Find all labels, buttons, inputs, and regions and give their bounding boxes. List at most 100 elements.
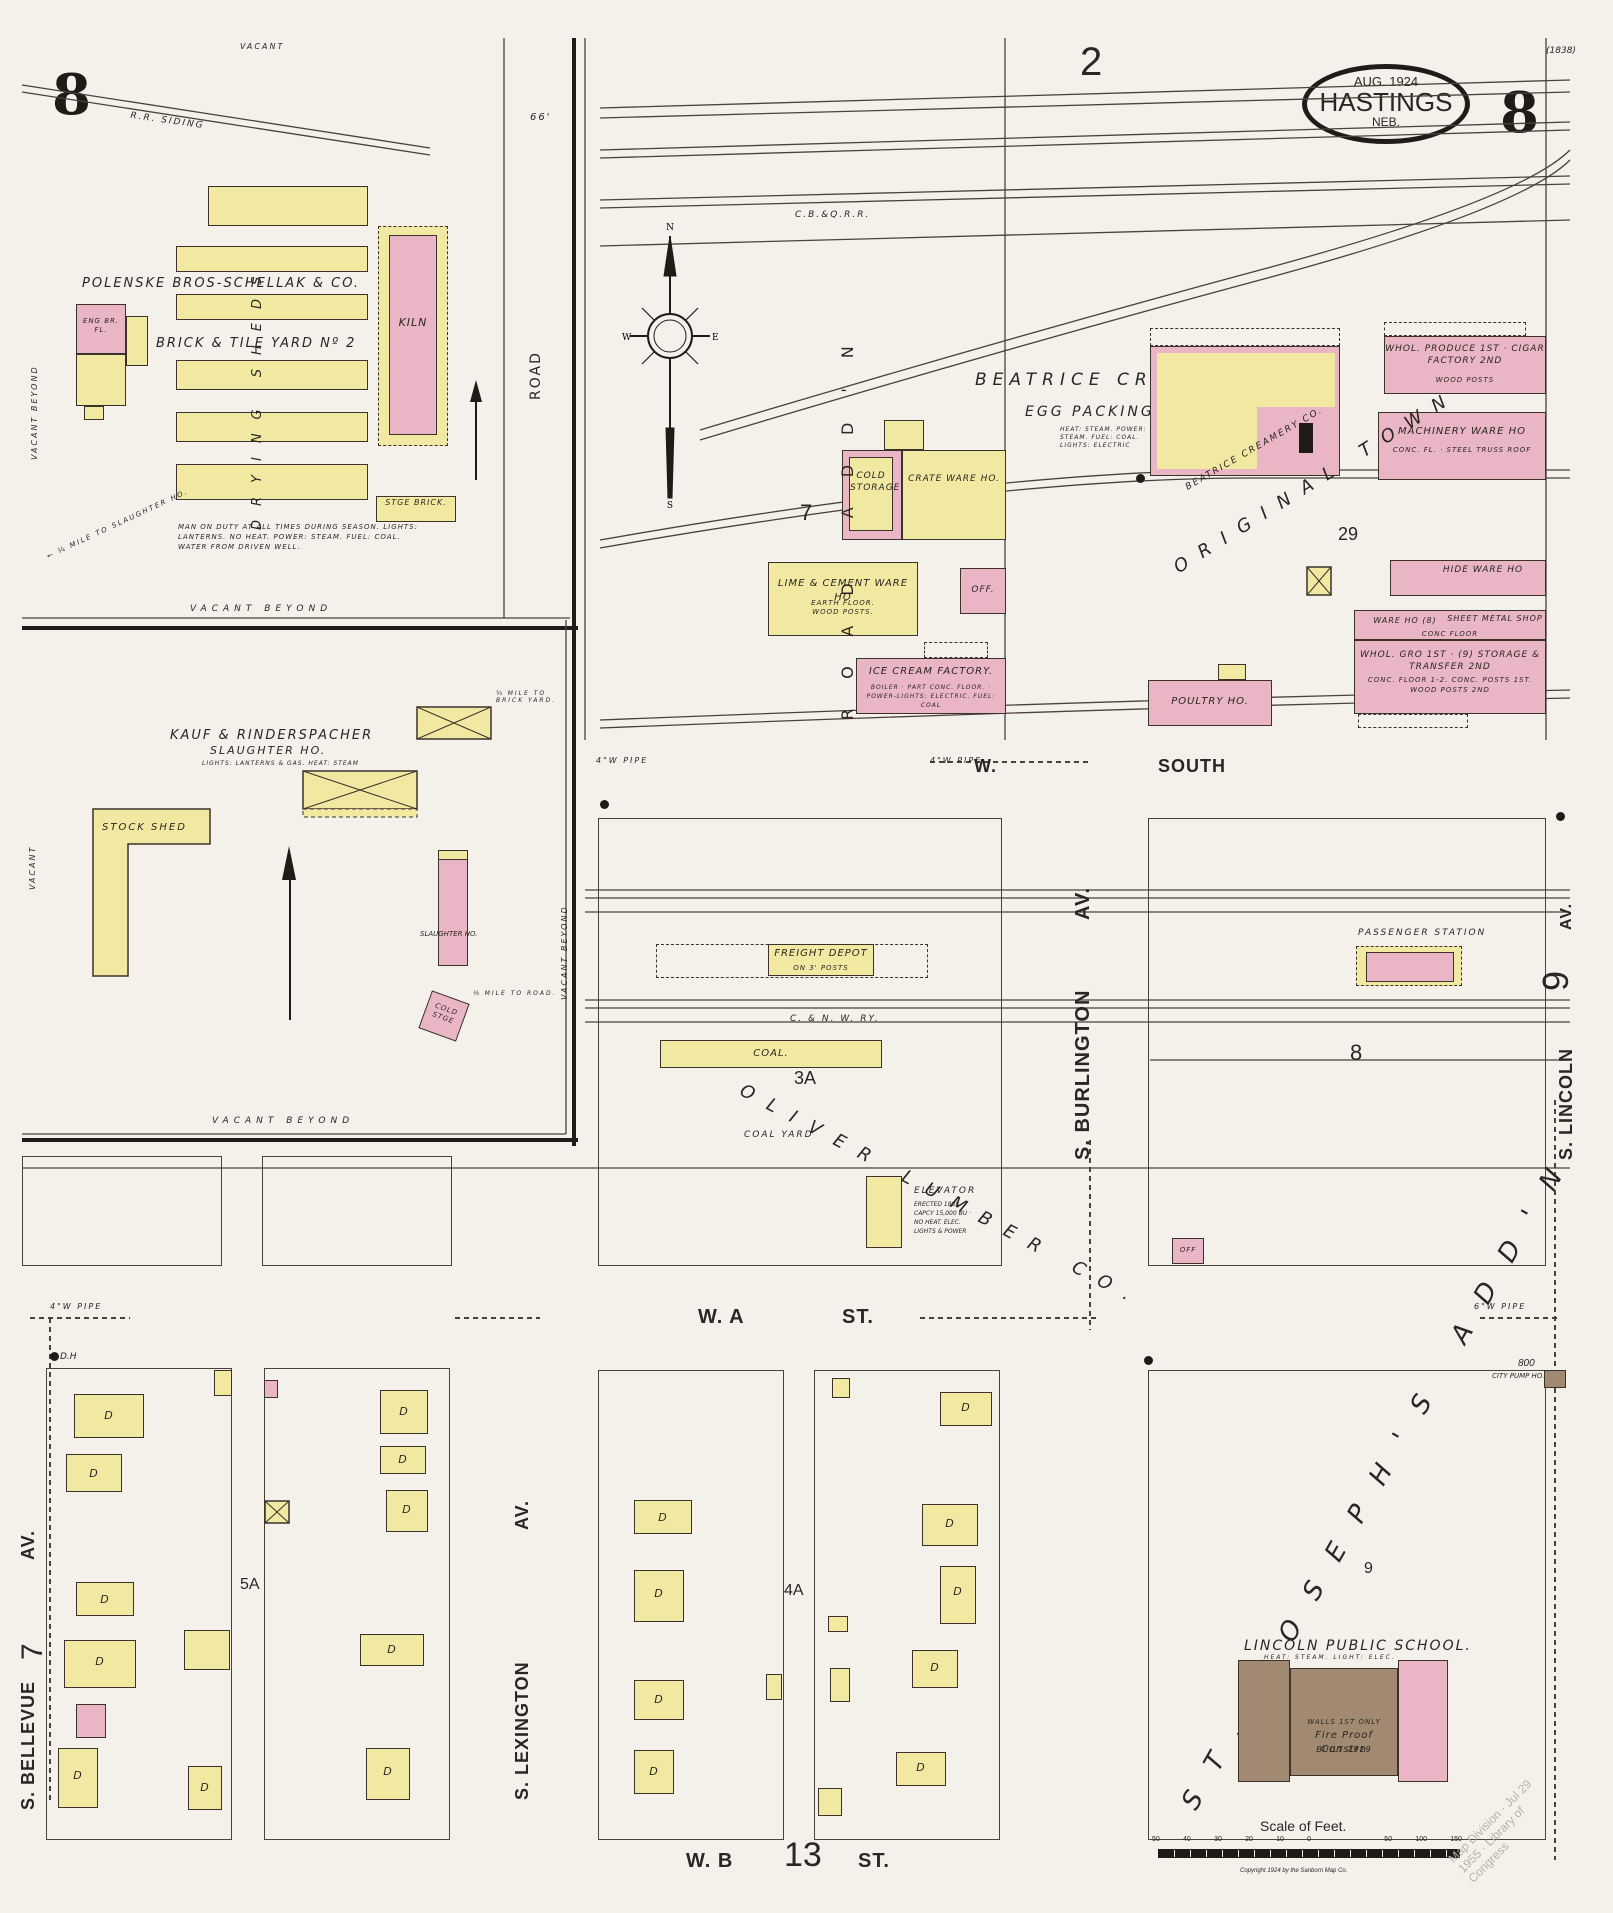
dwelling-symbol: D <box>402 1503 412 1516</box>
dwelling-157: D <box>386 1490 428 1532</box>
bellevue-av-label: AV. <box>18 1529 38 1560</box>
machine-rooms <box>76 354 126 406</box>
small-shed-crossed <box>1306 566 1332 596</box>
office-921: OFF <box>1172 1238 1204 1264</box>
dwelling-symbol: D <box>961 1401 971 1414</box>
shed-crossed-157 <box>264 1500 290 1524</box>
passenger-label: PASSENGER STATION <box>1358 928 1487 938</box>
school-fp-label: Fire Proof Constrn <box>1315 1730 1373 1755</box>
drying-shed-2 <box>176 246 368 272</box>
kiln-label: KILN <box>398 316 428 329</box>
school-note: HEAT: STEAM. LIGHT: ELEC. <box>1264 1654 1396 1661</box>
elevator-note: ERECTED 1885 · CAPCY 15,000 BU · NO HEAT… <box>914 1201 971 1235</box>
creamery-building <box>1150 346 1340 476</box>
drying-shed-5 <box>176 412 368 442</box>
cold-storage-inner: COLD STORAGE <box>849 457 901 531</box>
freight-note: ON 3' POSTS <box>793 964 849 972</box>
block-4a-east <box>814 1370 1000 1840</box>
a-st-label: ST. <box>842 1306 874 1328</box>
dwelling-185: D <box>634 1750 674 1794</box>
slaughter-building-label: SLAUGHTER HO. <box>420 930 478 938</box>
auto-180 <box>830 1668 850 1702</box>
b-street-number: 13 <box>784 1836 822 1874</box>
block-9-number: 9 <box>1364 1560 1373 1577</box>
sheet-metal-label: SHEET METAL SHOP <box>1447 614 1543 623</box>
to-brick-note: ¼ MILE TO BRICK YARD. <box>496 690 557 704</box>
brickyard-shed-small <box>84 406 104 420</box>
brickyard-note: MAN ON DUTY AT ALL TIMES DURING SEASON. … <box>178 523 418 551</box>
produce-platform <box>1384 322 1526 336</box>
lime-label: LIME & CEMENT WARE HO <box>777 578 909 603</box>
school-built-label: BUILT 1919 <box>1316 1745 1372 1754</box>
lime-note: EARTH FLOOR. WOOD POSTS. <box>811 599 875 616</box>
dwelling-177: D <box>940 1566 976 1624</box>
cnw-label: C. & N. W. RY. <box>790 1014 880 1024</box>
dwelling-hydrant-icon-2 <box>600 800 609 809</box>
road-addition-label: ROAD ADD'N <box>838 316 857 720</box>
road-width-label: 66' <box>530 112 552 123</box>
auto-178 <box>828 1616 848 1632</box>
dwelling-108: D <box>188 1766 222 1810</box>
auto-97 <box>214 1370 232 1396</box>
north-arrow-head-icon <box>470 380 482 402</box>
dwelling-symbol: D <box>399 1405 409 1418</box>
block-4a-west <box>598 1370 784 1840</box>
grocery-label: WHOL. GRO 1ST · (9) STORAGE & TRANSFER 2… <box>1359 650 1541 672</box>
dwelling-190: D <box>634 1570 684 1622</box>
block-9 <box>1148 1370 1546 1840</box>
dwelling-symbol: D <box>916 1761 926 1774</box>
pipe-label-2: 4"W PIPE <box>930 756 983 765</box>
dwelling-hydrant-icon-3 <box>1556 812 1565 821</box>
scale-ticks: 50 40 30 20 10 0 50 100 150 <box>1152 1836 1462 1843</box>
stock-shed-label: STOCK SHED <box>102 822 187 833</box>
auto-188 <box>766 1674 782 1700</box>
title-state: NEB. <box>1371 115 1400 129</box>
dwelling-symbol: D <box>953 1585 963 1598</box>
freight-depot: FREIGHT DEPOT ON 3' POSTS <box>768 944 874 976</box>
slaughter-note: LIGHTS: LANTERNS & GAS. HEAT: STEAM <box>202 760 359 767</box>
creamery-platform <box>1150 328 1340 346</box>
copyright: Copyright 1924 by the Sanborn Map Co. <box>1240 1868 1348 1874</box>
dwelling-97: D <box>74 1394 144 1438</box>
cold-stge-label: COLD STGE <box>431 1001 459 1026</box>
block-29: 29 <box>1338 524 1359 544</box>
dwelling-symbol: D <box>658 1511 668 1524</box>
kiln-shed: KILN <box>378 226 448 446</box>
dwelling-179: D <box>912 1650 958 1688</box>
cold-storage-label: COLD STORAGE <box>850 471 901 493</box>
elevator-building <box>866 1176 902 1248</box>
block-5a-number: 5A <box>240 1576 260 1593</box>
lower-left-block-1 <box>22 1156 222 1266</box>
creamery-frame-upper <box>1157 353 1335 407</box>
dwelling-symbol: D <box>383 1765 393 1778</box>
north-arrow-slaughter <box>289 860 291 1020</box>
block-3a-number: 3A <box>794 1068 817 1088</box>
kiln: KILN <box>389 235 437 435</box>
produce-note: WOOD POSTS <box>1435 376 1495 384</box>
dwelling-164: D <box>366 1748 410 1800</box>
dwelling-175: D <box>922 1504 978 1546</box>
crate-warehouse: CRATE WARE HO. <box>902 450 1006 540</box>
ware8-label: WARE HO (8) <box>1373 616 1437 625</box>
coal-yard-label: COAL YARD <box>744 1130 814 1140</box>
shed-crossed-2 <box>302 770 418 818</box>
corner-note: (1838) <box>1546 46 1576 56</box>
dwelling-symbol: D <box>104 1409 114 1422</box>
block-8 <box>1148 818 1546 1266</box>
block-7: 7 <box>800 500 813 525</box>
w-b-street-label: W. B <box>686 1850 734 1872</box>
dwelling-hydrant-icon-5 <box>1136 474 1145 483</box>
lower-left-block-2 <box>262 1156 452 1266</box>
burlington-av-label: AV. <box>1072 886 1094 920</box>
drying-shed-1 <box>208 186 368 226</box>
pipe-label-3: 4"W PIPE <box>50 1302 103 1311</box>
pipe-label-1: 4"W PIPE <box>596 756 649 765</box>
scale-tick: 150 <box>1450 1836 1462 1843</box>
dwelling-172: D <box>940 1392 992 1426</box>
bellevue-number: 7 <box>16 1642 49 1660</box>
scale-tick: 30 <box>1214 1836 1222 1843</box>
dwelling-symbol: D <box>100 1593 110 1606</box>
auto-184 <box>818 1788 842 1816</box>
school-west-wing <box>1238 1660 1290 1782</box>
